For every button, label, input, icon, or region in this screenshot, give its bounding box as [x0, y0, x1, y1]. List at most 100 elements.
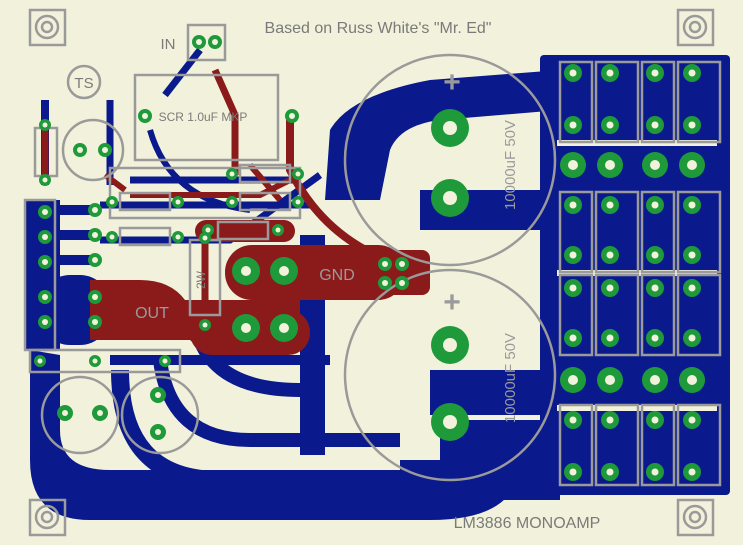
bridge-pad-hole [651, 69, 659, 77]
res-pad-hole [295, 199, 301, 205]
bridge-pad-hole [688, 284, 696, 292]
scr-cap-label: SCR 1.0uF MKP [159, 110, 248, 124]
header-pad-hole [92, 319, 98, 325]
res-pad-hole [109, 199, 115, 205]
cap-bottom-pad-plus-hole [443, 338, 457, 352]
gnd-pad-2-hole [279, 266, 289, 276]
header-pad-hole [92, 207, 98, 213]
header-pad-hole [92, 232, 98, 238]
board-footer: LM3886 MONOAMP [454, 515, 601, 532]
bl-cap1-outline [40, 375, 120, 455]
bridge-pad-hole [688, 201, 696, 209]
mounting-holes [28, 8, 715, 537]
bridge-pad-hole [606, 334, 614, 342]
bl-cap1-pad-2-hole [97, 410, 103, 416]
res-pad-hole [229, 171, 235, 177]
res-pad-hole [275, 227, 281, 233]
gnd-star-pad-hole [382, 261, 388, 267]
bottom-pad-hole [37, 358, 43, 364]
res-pad-hole [229, 199, 235, 205]
cap-bottom-outline [343, 268, 557, 482]
gnd-star-pad-hole [399, 280, 405, 286]
bridge-pad-hole [651, 284, 659, 292]
bridge-pad-hole [688, 121, 696, 129]
cap-top-outline [343, 53, 557, 267]
small-cap-pad-1-hole [77, 147, 83, 153]
bridge-pad-hole [568, 375, 578, 385]
bridge-pad-hole [687, 375, 697, 385]
bridge-pad-hole [606, 468, 614, 476]
board-title: Based on Russ White's "Mr. Ed" [265, 20, 492, 37]
bridge-pad-hole [651, 121, 659, 129]
in-label: IN [161, 36, 176, 53]
header-pad-hole [42, 259, 48, 265]
in-pad-2-hole [212, 39, 218, 45]
res-pad-hole [42, 122, 48, 128]
silkscreen-layer [23, 8, 722, 537]
gnd-pad-1-hole [241, 266, 251, 276]
bridge-pad-hole [569, 201, 577, 209]
small-cap-outline [61, 118, 125, 182]
cap-top-plus: + [443, 66, 461, 99]
bridge-pad-hole [688, 416, 696, 424]
out-label: OUT [135, 305, 169, 322]
cap-bottom-plus: + [443, 286, 461, 319]
bridge-pad-hole [650, 375, 660, 385]
header-pad-hole [42, 294, 48, 300]
cap-top-value: 10000uF 50V [502, 120, 519, 210]
cap-top-pad-minus-hole [443, 191, 457, 205]
res-pad-hole [295, 171, 301, 177]
res-pad-hole [205, 227, 211, 233]
bl-cap2-pad-1-hole [155, 392, 161, 398]
bridge-pad-hole [651, 416, 659, 424]
bottom-pad-hole [162, 358, 168, 364]
ts-label: TS [74, 75, 93, 92]
out-pad-1-hole [241, 323, 251, 333]
scr-pad-1-hole [142, 113, 148, 119]
bridge-pad-hole [651, 334, 659, 342]
bridge-pad-hole [688, 69, 696, 77]
bridge-pad-hole [605, 375, 615, 385]
bridge-pad-hole [688, 468, 696, 476]
bridge-pad-hole [569, 468, 577, 476]
bridge-pad-hole [687, 160, 697, 170]
header-pad-hole [92, 294, 98, 300]
bridge-pad-hole [606, 284, 614, 292]
bridge-pad-hole [688, 334, 696, 342]
bl-cap2-pad-2-hole [155, 429, 161, 435]
out-pad-2-hole [279, 323, 289, 333]
ts-outline [66, 64, 102, 100]
res-pad-hole [202, 322, 208, 328]
bridge-pad-hole [606, 121, 614, 129]
bridge-pad-hole [606, 251, 614, 259]
bridge-pad-hole [651, 468, 659, 476]
res-pad-hole [109, 234, 115, 240]
res-pad-hole [42, 177, 48, 183]
bridge-pad-hole [606, 69, 614, 77]
bl-cap2-outline [120, 375, 200, 455]
in-pad-1-hole [196, 39, 202, 45]
bridge-pad-hole [569, 69, 577, 77]
header-pad-hole [42, 319, 48, 325]
bridge-pad-hole [568, 160, 578, 170]
res-pad-hole [175, 234, 181, 240]
scr-cap-outline [133, 73, 280, 162]
bridge-pad-hole [606, 201, 614, 209]
bridge-pad-hole [569, 284, 577, 292]
cap-top-pad-plus-hole [443, 121, 457, 135]
bridge-pad-hole [651, 201, 659, 209]
header-pad-hole [42, 209, 48, 215]
res-pad-hole [202, 235, 208, 241]
small-cap-pad-2-hole [102, 147, 108, 153]
header-pad-hole [92, 257, 98, 263]
bridge-pad-hole [606, 416, 614, 424]
bottom-pad-hole [92, 358, 98, 364]
bridge-pad-hole [605, 160, 615, 170]
bridge-pad-hole [651, 251, 659, 259]
bridge-pad-hole [569, 251, 577, 259]
header-pad-hole [42, 234, 48, 240]
scr-pad-2-hole [289, 113, 295, 119]
bridge-pad-hole [569, 416, 577, 424]
